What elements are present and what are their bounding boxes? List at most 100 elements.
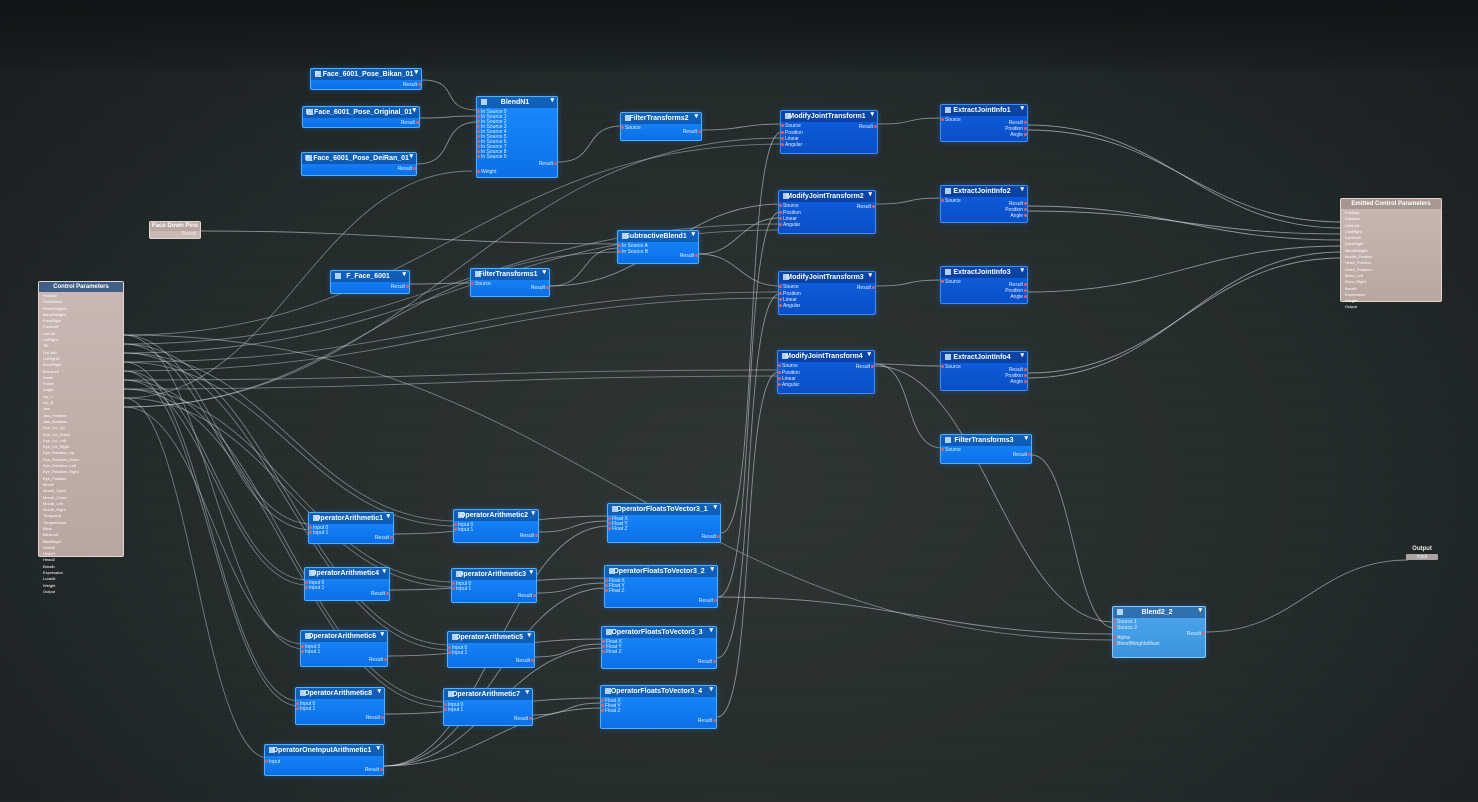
- port-result[interactable]: Result: [519, 533, 538, 539]
- port-in-source-7[interactable]: In Source 7: [477, 144, 507, 150]
- port-input-1[interactable]: Input 1: [305, 585, 325, 591]
- port-float-x[interactable]: Float X: [602, 639, 622, 645]
- port-result[interactable]: Result: [402, 82, 421, 88]
- port-float-y[interactable]: Float Y: [601, 703, 621, 709]
- port-result[interactable]: Result: [538, 161, 557, 167]
- node-operatorarithmetic1[interactable]: OperatorArithmetic1▾ Input 0 Input 1 Res…: [308, 512, 394, 544]
- port-result[interactable]: Result: [365, 715, 384, 721]
- chevron-down-icon[interactable]: ▾: [1020, 105, 1024, 112]
- port-result[interactable]: Result: [1008, 282, 1027, 288]
- parameter-row[interactable]: PoseBlend: [43, 299, 63, 305]
- port-in-source-a[interactable]: In Source A: [618, 243, 648, 249]
- chevron-down-icon[interactable]: ▾: [527, 632, 531, 639]
- parameter-row[interactable]: Weight: [1345, 298, 1358, 304]
- port-source-2[interactable]: Source 2: [1113, 625, 1138, 631]
- chevron-down-icon[interactable]: ▾: [870, 111, 874, 118]
- port-result[interactable]: Result: [364, 767, 383, 773]
- chevron-down-icon[interactable]: ▾: [713, 504, 717, 511]
- port-float-x[interactable]: Float X: [601, 698, 621, 704]
- port-float-z[interactable]: Float Z: [601, 708, 621, 714]
- parameter-row[interactable]: Angle: [43, 387, 54, 393]
- chevron-down-icon[interactable]: ▾: [1020, 186, 1024, 193]
- parameter-row[interactable]: Head_Position: [1345, 260, 1372, 266]
- parameter-row[interactable]: Output: [1345, 304, 1358, 310]
- parameter-row[interactable]: Mouth_Right: [43, 507, 66, 513]
- parameter-row[interactable]: Smile: [43, 374, 54, 380]
- port-input-0[interactable]: Input 0: [301, 644, 321, 650]
- parameter-row[interactable]: Breath: [43, 563, 55, 569]
- node-pose-original[interactable]: F_Face_6001_Pose_Original_01▾ Result: [302, 106, 420, 128]
- chevron-down-icon[interactable]: ▾: [1020, 267, 1024, 274]
- parameter-row[interactable]: Mouth_Left: [43, 500, 64, 506]
- port-in-source-9[interactable]: In Source 9: [477, 154, 507, 160]
- port-alpha[interactable]: Alpha: [1113, 635, 1130, 641]
- parameter-row[interactable]: Expression: [1345, 291, 1365, 297]
- node-output[interactable]: Output Input: [1406, 545, 1438, 565]
- chevron-down-icon[interactable]: ▾: [409, 153, 413, 160]
- parameter-row[interactable]: TongueUp: [43, 513, 62, 519]
- port-in-source-3[interactable]: In Source 3: [477, 124, 507, 130]
- port-input-1[interactable]: Input 1: [301, 649, 321, 655]
- port-angular[interactable]: Angular: [779, 303, 801, 309]
- chevron-down-icon[interactable]: ▾: [531, 510, 535, 517]
- parameter-row[interactable]: HeadY: [43, 551, 56, 557]
- chevron-down-icon[interactable]: ▾: [414, 69, 418, 76]
- node-operatorfloatstovector3-4[interactable]: OperatorFloatsToVector3_4▾ Float X Float…: [600, 685, 717, 729]
- port-position[interactable]: Position: [778, 370, 800, 376]
- port-result[interactable]: Result: [1186, 631, 1205, 637]
- port-result[interactable]: Result: [698, 598, 717, 604]
- node-operatorarithmetic8[interactable]: OperatorArithmetic8▾ Input 0 Input 1 Res…: [295, 687, 385, 725]
- parameter-row[interactable]: Jaw_Rotation: [43, 418, 68, 424]
- parameter-row[interactable]: Eye_Rotation_Up: [43, 450, 75, 456]
- port-source[interactable]: Source: [941, 198, 961, 204]
- port-result[interactable]: Result: [856, 204, 875, 210]
- parameter-row[interactable]: TongueDown: [43, 519, 67, 525]
- parameter-row[interactable]: HeadZ: [43, 557, 56, 563]
- node-f-face-6001[interactable]: F_Face_6001▾ Result: [330, 270, 410, 294]
- port-input-1[interactable]: Input 1: [448, 650, 468, 656]
- port-source[interactable]: Source: [941, 117, 961, 123]
- node-modifyjointtransform1[interactable]: ModifyJointTransform1▾ Source Position L…: [780, 110, 878, 154]
- port-float-z[interactable]: Float Z: [605, 588, 625, 594]
- parameter-row[interactable]: Eye_Position: [43, 475, 67, 481]
- parameter-row[interactable]: Frown: [43, 381, 55, 387]
- port-result[interactable]: Result: [530, 285, 549, 291]
- parameter-row[interactable]: LidsLeft: [1345, 222, 1360, 228]
- port-input-1[interactable]: Input 1: [444, 707, 464, 713]
- port-result[interactable]: Result: [1008, 120, 1027, 126]
- port-position[interactable]: Position: [781, 130, 803, 136]
- parameter-row[interactable]: Eye_Lid_Left: [43, 437, 67, 443]
- port-in-source-6[interactable]: In Source 6: [477, 139, 507, 145]
- port-source-1[interactable]: Source 1: [1113, 619, 1138, 625]
- parameter-row[interactable]: Eye_Rotation_Left: [43, 463, 76, 469]
- port-result[interactable]: Result: [1008, 367, 1027, 373]
- port-in-source-1[interactable]: In Source 1: [477, 114, 507, 120]
- port-result[interactable]: Result: [397, 166, 416, 172]
- port-result[interactable]: Result: [697, 718, 716, 724]
- port-input-0[interactable]: Input 0: [296, 701, 316, 707]
- port-result[interactable]: Result: [515, 658, 534, 664]
- node-modifyjointtransform2[interactable]: ModifyJointTransform2▾ Source Position L…: [778, 190, 876, 234]
- port-linear[interactable]: Linear: [779, 297, 797, 303]
- port-result[interactable]: Result: [858, 124, 877, 130]
- node-pose-deiran[interactable]: F_Face_6001_Pose_DeiRan_01▾ Result: [301, 152, 417, 176]
- node-operatorfloatstovector3-2[interactable]: OperatorFloatsToVector3_2▾ Float X Float…: [604, 565, 718, 608]
- port-input[interactable]: Input: [265, 759, 281, 765]
- port-input-0[interactable]: Input 0: [444, 702, 464, 708]
- port-position[interactable]: Position: [779, 210, 801, 216]
- port-result[interactable]: Result: [181, 231, 196, 237]
- port-source[interactable]: Source: [781, 123, 801, 129]
- port-angular[interactable]: Angular: [778, 382, 800, 388]
- parameter-row[interactable]: LidRight2: [43, 355, 60, 361]
- port-float-z[interactable]: Float Z: [608, 526, 628, 532]
- port-result[interactable]: Result: [400, 120, 419, 126]
- node-extractjointinfo4[interactable]: ExtractJointInfo4▾ Source Result Positio…: [940, 351, 1028, 391]
- chevron-down-icon[interactable]: ▾: [1020, 352, 1024, 359]
- port-angle[interactable]: Angle: [1010, 379, 1027, 385]
- chevron-down-icon[interactable]: ▾: [709, 627, 713, 634]
- node-face-down-pins[interactable]: Face Down Pins Result: [149, 221, 201, 239]
- chevron-down-icon[interactable]: ▾: [691, 231, 695, 238]
- port-input-1[interactable]: Input 1: [309, 530, 329, 536]
- parameter-row[interactable]: LookAt: [43, 576, 56, 582]
